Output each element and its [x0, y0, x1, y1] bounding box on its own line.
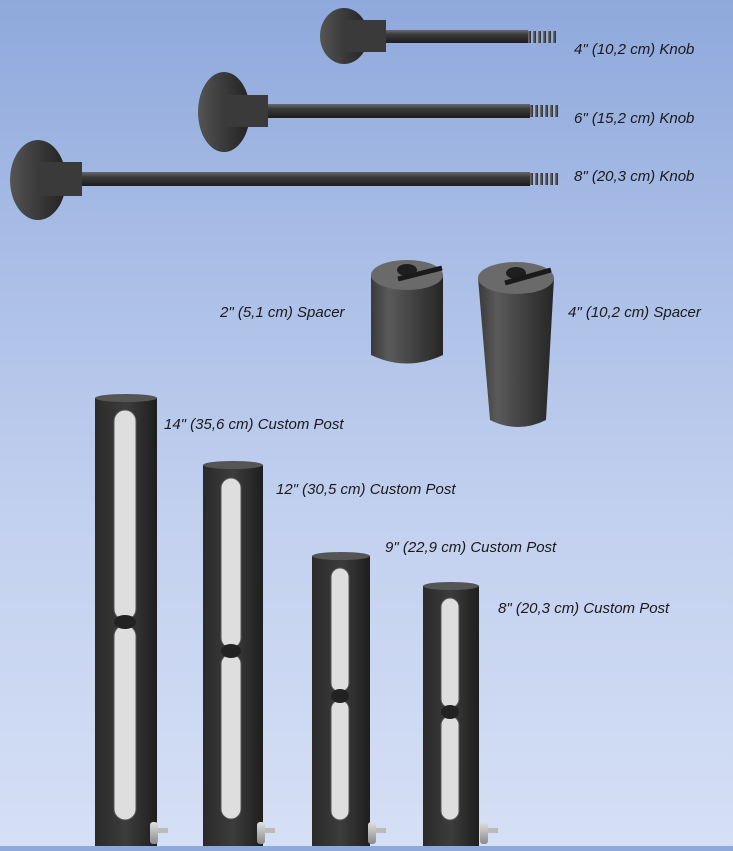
post-8in-label: 8" (20,3 cm) Custom Post	[498, 600, 670, 617]
knob-4in	[320, 8, 556, 64]
post-9in	[312, 552, 386, 846]
post-8in	[423, 582, 498, 846]
spacer-4in	[478, 262, 554, 427]
knob-6in	[198, 72, 558, 152]
knob-4in-label: 4" (10,2 cm) Knob	[574, 41, 695, 58]
knob-8in-label: 8" (20,3 cm) Knob	[574, 168, 695, 185]
spacer-4in-label: 4" (10,2 cm) Spacer	[568, 304, 701, 321]
post-12in-label: 12" (30,5 cm) Custom Post	[276, 481, 456, 498]
post-14in	[95, 394, 168, 846]
knob-6in-label: 6" (15,2 cm) Knob	[574, 110, 695, 127]
spacer-2in-label: 2" (5,1 cm) Spacer	[220, 304, 345, 321]
post-14in-label: 14" (35,6 cm) Custom Post	[164, 416, 344, 433]
spacer-2in	[371, 260, 443, 364]
post-9in-label: 9" (22,9 cm) Custom Post	[385, 539, 557, 556]
knob-8in	[10, 140, 558, 220]
post-12in	[203, 461, 275, 846]
